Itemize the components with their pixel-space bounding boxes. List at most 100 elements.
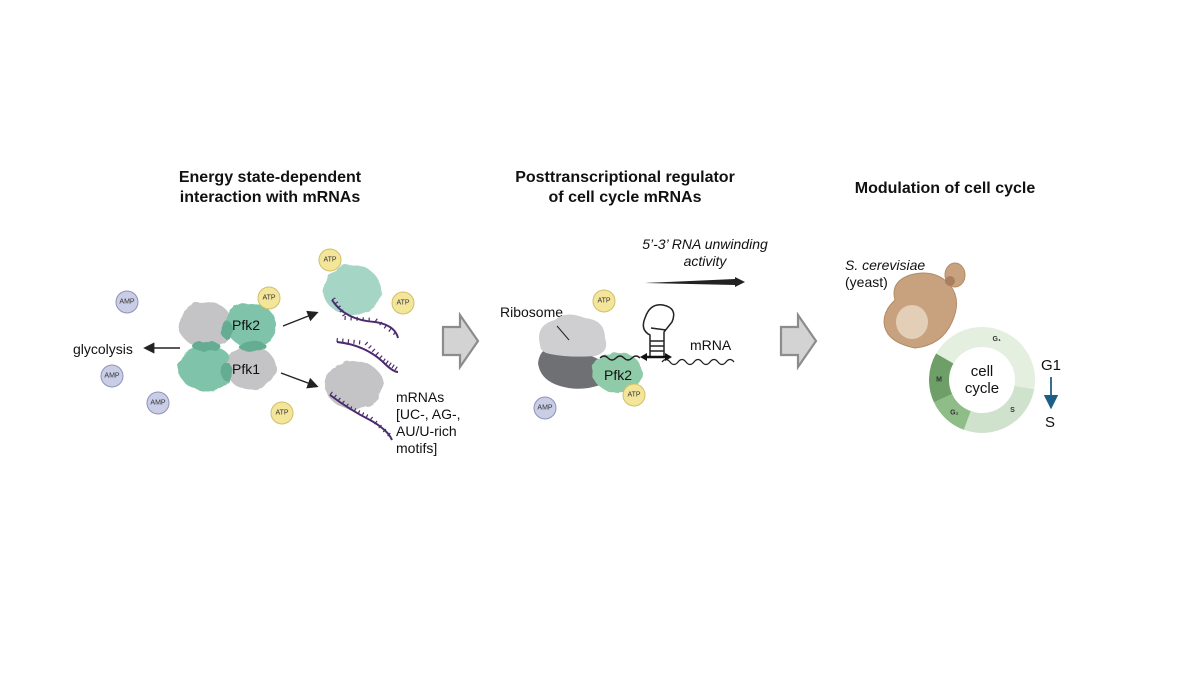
mrna-base-tick: [345, 403, 349, 408]
cycle-center-line2: cycle: [964, 380, 1000, 397]
mrna-base-tick: [382, 428, 387, 433]
amp-circle: [115, 290, 139, 314]
panel1-title: Energy state-dependent interaction with …: [140, 168, 400, 208]
mrna-base-tick: [357, 410, 361, 415]
mrna-base-tick: [371, 348, 376, 353]
panel3-title: Modulation of cell cycle: [810, 179, 1080, 199]
mrna-base-tick: [339, 309, 344, 313]
mrna-base-tick: [364, 341, 369, 346]
cycle-center-label: cell cycle: [960, 363, 1004, 397]
atp-molecule: ATP: [270, 401, 294, 425]
mrna-base-tick: [342, 313, 347, 317]
organism-common-name: (yeast): [845, 274, 888, 290]
mrna-base-tick: [337, 397, 341, 402]
pfk-complex: [178, 302, 276, 391]
mrnas-label-line2: [UC-, AG-,: [396, 406, 461, 422]
atp-label: ATP: [262, 295, 275, 302]
yeast-vacuole: [896, 305, 928, 339]
mrna-label: mRNA: [690, 337, 732, 353]
amp-label: AMP: [119, 299, 135, 306]
mrna-wave: [599, 355, 641, 361]
mrna-base-tick: [373, 420, 378, 425]
pfk2-subunit: [226, 303, 276, 347]
mrna-base-tick: [378, 355, 383, 360]
atp-molecule: ATP: [391, 291, 415, 315]
subunit-contact: [238, 341, 266, 351]
ribosome-large-subunit: [539, 314, 607, 357]
panel1-title-line2: interaction with mRNAs: [179, 189, 361, 206]
amp-label: AMP: [104, 373, 120, 380]
unwinding-arrow-taper: [645, 279, 735, 285]
phase-g2-segment: [933, 393, 971, 430]
subunit-contact: [221, 363, 233, 381]
pfk1-bound-mrna: [325, 361, 383, 409]
organism-name: S. cerevisiae: [845, 257, 926, 273]
glycolysis-label: glycolysis: [73, 341, 133, 357]
mrna-base-tick: [385, 360, 389, 365]
mrna-base-tick: [349, 406, 353, 411]
mrna-base-tick: [369, 416, 374, 421]
mrna-base-tick: [388, 362, 392, 367]
block-arrow-2: [779, 311, 818, 371]
phase-label-s: S: [1010, 407, 1015, 414]
ribosome-small-subunit: [538, 345, 606, 389]
arrow-to-pfk1-mrna: [280, 372, 319, 389]
atp-label: ATP: [323, 257, 336, 264]
amp-molecule: AMP: [146, 391, 170, 415]
atp-molecule: ATP: [592, 289, 616, 313]
mrnas-label-line4: motifs]: [396, 440, 438, 456]
mrna-base-tick: [368, 345, 372, 349]
atp-label: ATP: [597, 298, 610, 305]
mrna-base-tick: [341, 400, 345, 405]
amp-molecule: AMP: [100, 364, 124, 388]
atp-label: ATP: [627, 392, 640, 399]
atp-label: ATP: [275, 410, 288, 417]
mrna-base-tick: [394, 366, 398, 371]
mrnas-label-line3: AU/U-rich: [396, 423, 457, 439]
phase-g1-segment: [936, 326, 1035, 390]
bud-neck: [945, 276, 955, 286]
subunit-contact: [221, 321, 233, 339]
pfk2-label: Pfk2: [232, 317, 260, 333]
unwinding-activity-label: 5’-3’ RNA unwinding activity: [625, 236, 785, 270]
mrna-base-tick: [375, 351, 379, 356]
atp-molecule: ATP: [318, 248, 342, 272]
pfk2-bound-mrna: [323, 265, 381, 315]
unwinding-label-line2: activity: [683, 253, 727, 269]
phase-m-segment: [929, 353, 954, 403]
mrna-base-tick: [388, 327, 392, 332]
teal-subunit-bottom-left: [178, 345, 234, 391]
ribosome-pointer: [556, 325, 570, 341]
amp-label: AMP: [150, 400, 166, 407]
atp-circle: [318, 248, 342, 272]
transition-from-label: G1: [1041, 357, 1062, 374]
mrna-base-tick: [391, 364, 395, 369]
phase-label-g1: G₁: [993, 336, 1001, 343]
amp-label: AMP: [537, 405, 553, 412]
mrnas-label-line1: mRNAs: [396, 389, 445, 405]
mrna-base-tick: [353, 408, 357, 413]
mrna-base-tick: [374, 318, 378, 323]
panel2-title: Posttranscriptional regulator of cell cy…: [470, 168, 780, 208]
mrna-base-tick: [333, 394, 337, 399]
atp-label: ATP: [396, 300, 409, 307]
cycle-center-line1: cell: [970, 363, 994, 380]
mrna-base-tick: [361, 412, 365, 417]
atp-circle: [391, 291, 415, 315]
atp-molecule: ATP: [257, 286, 281, 310]
organism-label: S. cerevisiae (yeast): [845, 257, 925, 291]
pfk2-label-panel2: Pfk2: [604, 367, 632, 383]
arrowhead-left: [640, 353, 647, 361]
atp-circle: [257, 286, 281, 310]
pfk1-label: Pfk1: [232, 361, 260, 377]
subunit-contact: [192, 341, 220, 351]
mrna-base-tick: [383, 324, 387, 329]
amp-circle: [533, 396, 557, 420]
unwinding-label-line1: 5’-3’ RNA unwinding: [642, 236, 768, 252]
mrna-base-tick: [336, 305, 341, 309]
ribosome-label: Ribosome: [500, 304, 564, 320]
mrna-base-tick: [365, 414, 369, 419]
phase-s-segment: [963, 385, 1035, 434]
mrna-wave: [661, 358, 735, 366]
